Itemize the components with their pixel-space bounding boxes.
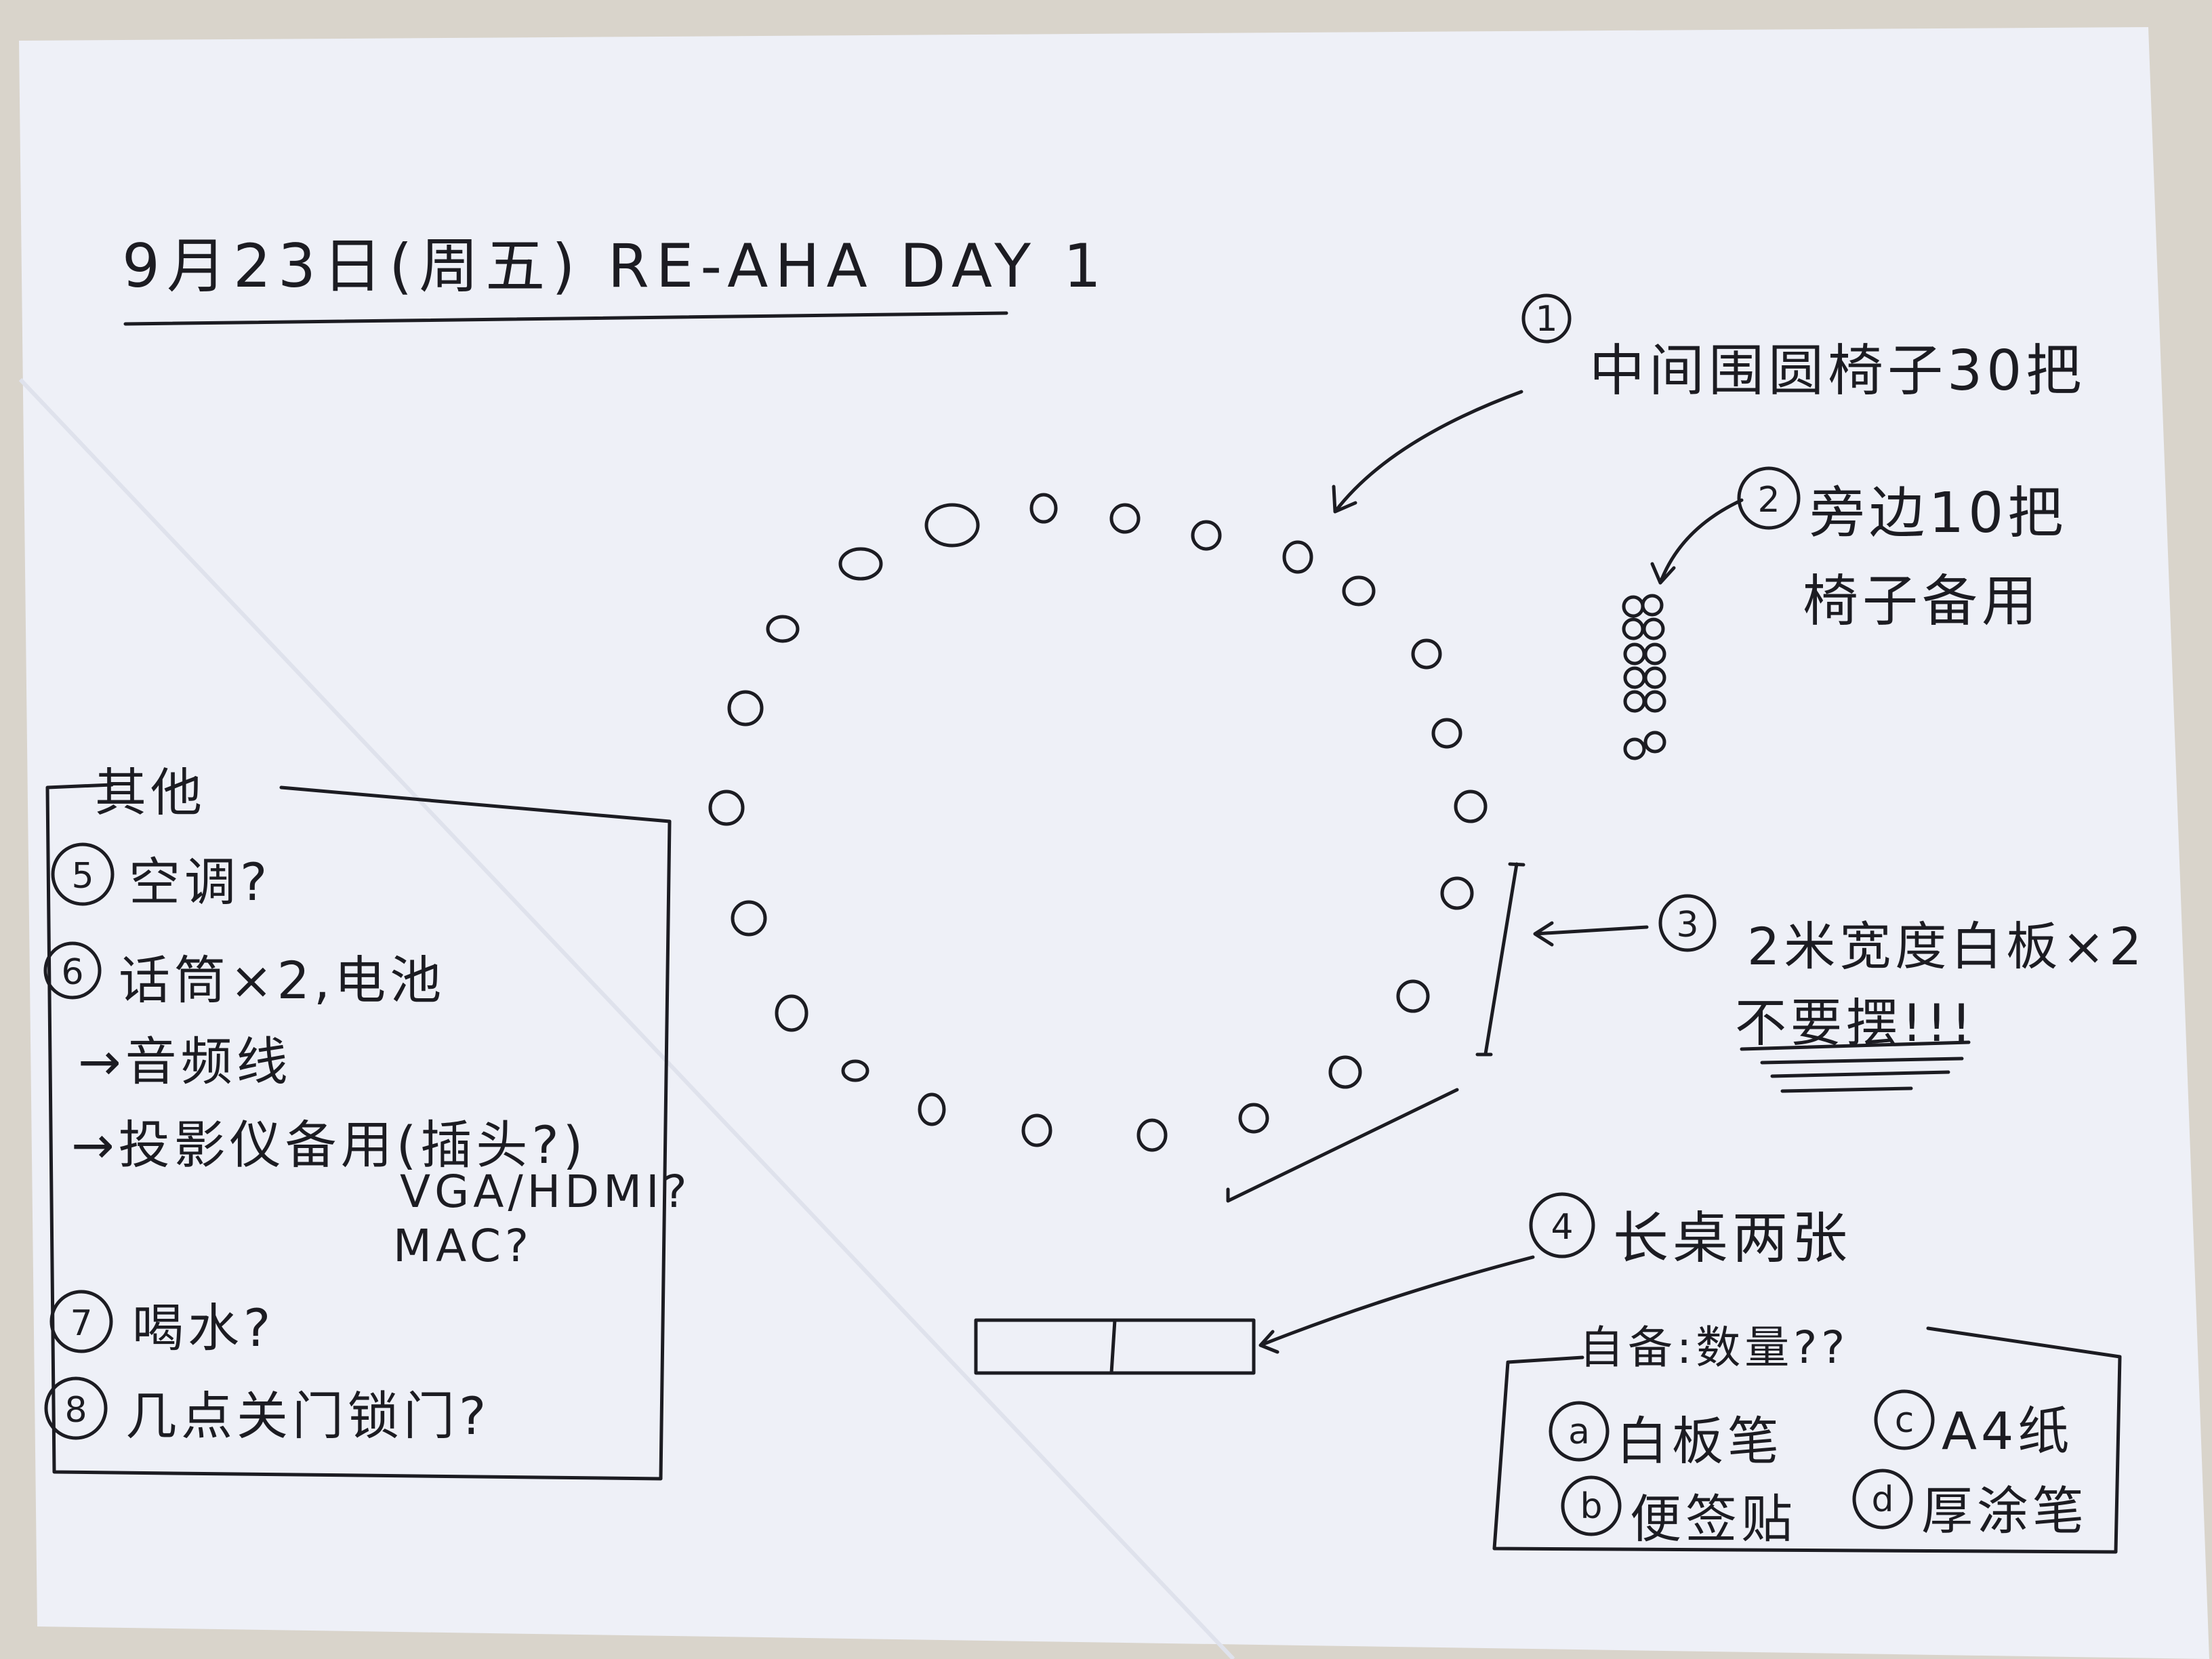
- circle-chairs-label: 中间围圆椅子30把: [1589, 339, 2086, 403]
- number-circle-4: [1529, 1192, 1595, 1258]
- arrow-to-whiteboard: [1533, 921, 1649, 947]
- item-number-3: 3: [1676, 905, 1698, 945]
- long-table-label: 长桌两张: [1613, 1206, 1852, 1271]
- chair: [1643, 666, 1666, 689]
- number-circle-6: [43, 941, 102, 1000]
- others-heading: 其他: [95, 762, 206, 823]
- chair: [838, 547, 883, 581]
- supplies-item-sticky-notes: 便签贴: [1630, 1489, 1797, 1549]
- others-item-aircon: 空调?: [129, 852, 272, 912]
- chair: [924, 503, 980, 548]
- chair: [1021, 1113, 1052, 1147]
- item-number-4: 4: [1551, 1207, 1573, 1248]
- whiteboards-label-line2: 不要摆!!!: [1735, 993, 1976, 1053]
- chair: [1623, 737, 1646, 760]
- item-number-2: 2: [1757, 480, 1780, 520]
- chair: [1396, 979, 1430, 1013]
- chair: [1328, 1055, 1362, 1089]
- chair: [1641, 594, 1664, 617]
- letter-circle-b: [1561, 1475, 1622, 1536]
- long-table-divider: [1109, 1318, 1117, 1375]
- number-circle-8: [44, 1376, 108, 1440]
- arrow-to-circle: [1332, 390, 1523, 514]
- others-item-mac: MAC?: [393, 1220, 533, 1272]
- supplies-heading: 自备:数量??: [1579, 1322, 1849, 1374]
- supply-letter-b: b: [1580, 1486, 1602, 1527]
- others-item-mics: 话筒×2,电池: [119, 950, 446, 1010]
- chair: [1643, 642, 1666, 665]
- letter-circle-a: [1549, 1401, 1610, 1462]
- chair: [727, 690, 764, 726]
- arrow-to-spare: [1650, 498, 1744, 585]
- number-circle-5: [51, 842, 115, 906]
- chair: [1643, 731, 1666, 754]
- chair: [708, 790, 745, 826]
- whiteboard-line: [1483, 862, 1519, 1056]
- chair: [1136, 1118, 1168, 1152]
- item-number-6: 6: [61, 952, 83, 993]
- emphasis-underline: [1780, 1086, 1913, 1093]
- spare-chair-stack: [1622, 594, 1666, 760]
- chair: [1238, 1103, 1269, 1134]
- supplies-item-a4-paper: A4纸: [1942, 1401, 2074, 1461]
- chair: [1109, 503, 1141, 534]
- supply-letter-d: d: [1871, 1479, 1893, 1520]
- emphasis-underline: [1760, 1057, 1964, 1065]
- whiteboards-label-line1: 2米宽度白板×2: [1747, 916, 2146, 977]
- others-item-water: 喝水?: [132, 1298, 275, 1358]
- item-number-8: 8: [64, 1390, 87, 1431]
- chair: [1411, 638, 1442, 670]
- chair: [918, 1092, 946, 1126]
- chair: [1282, 540, 1313, 574]
- chair: [1642, 617, 1665, 640]
- supplies-item-thick-pen: 厚涂笔: [1921, 1481, 2088, 1541]
- spare-chairs-label-line2: 椅子备用: [1803, 569, 2042, 634]
- supply-letter-c: c: [1895, 1400, 1914, 1441]
- chair: [1431, 718, 1462, 749]
- others-item-lock-time: 几点关门锁门?: [125, 1386, 491, 1446]
- arrow-to-table: [1258, 1255, 1535, 1354]
- paper-background: [19, 27, 2209, 1659]
- title-underline: [123, 311, 1008, 326]
- others-item-audio-cable: →音频线: [78, 1031, 292, 1092]
- fold-crease: [18, 377, 1235, 1659]
- whiteboard-tick-top: [1508, 862, 1525, 867]
- chair: [841, 1059, 869, 1082]
- chair-circle: [708, 493, 1488, 1152]
- chair: [1029, 493, 1058, 524]
- supplies-item-marker: 白板笔: [1616, 1411, 1783, 1471]
- spare-chairs-label-line1: 旁边10把: [1809, 481, 2068, 546]
- others-box: [45, 783, 672, 1481]
- letter-circle-c: [1874, 1389, 1935, 1450]
- number-circle-1: [1521, 293, 1572, 344]
- chair: [1454, 790, 1488, 823]
- others-item-vga-hdmi: VGA/HDMI?: [400, 1166, 691, 1218]
- supply-letter-a: a: [1568, 1412, 1590, 1452]
- item-number-1: 1: [1535, 299, 1557, 340]
- chair: [1342, 575, 1376, 607]
- number-circle-2: [1737, 466, 1801, 530]
- arrow-to-position: [1226, 1088, 1459, 1203]
- chair: [1440, 876, 1474, 910]
- emphasis-underline: [1740, 1040, 1971, 1051]
- chair: [1643, 690, 1666, 713]
- others-item-projector: →投影仪备用(插头?): [71, 1115, 588, 1175]
- number-circle-7: [49, 1290, 113, 1353]
- chair: [731, 900, 767, 937]
- number-circle-3: [1658, 894, 1717, 952]
- page-title: 9月23日(周五) RE-AHA DAY 1: [122, 231, 1109, 301]
- item-number-7: 7: [70, 1303, 92, 1344]
- letter-circle-d: [1852, 1469, 1913, 1530]
- emphasis-underline: [1770, 1070, 1950, 1078]
- supplies-box: [1492, 1326, 2122, 1554]
- chair: [775, 994, 808, 1032]
- chair: [766, 615, 800, 643]
- item-number-5: 5: [71, 856, 94, 897]
- chair: [1191, 520, 1222, 551]
